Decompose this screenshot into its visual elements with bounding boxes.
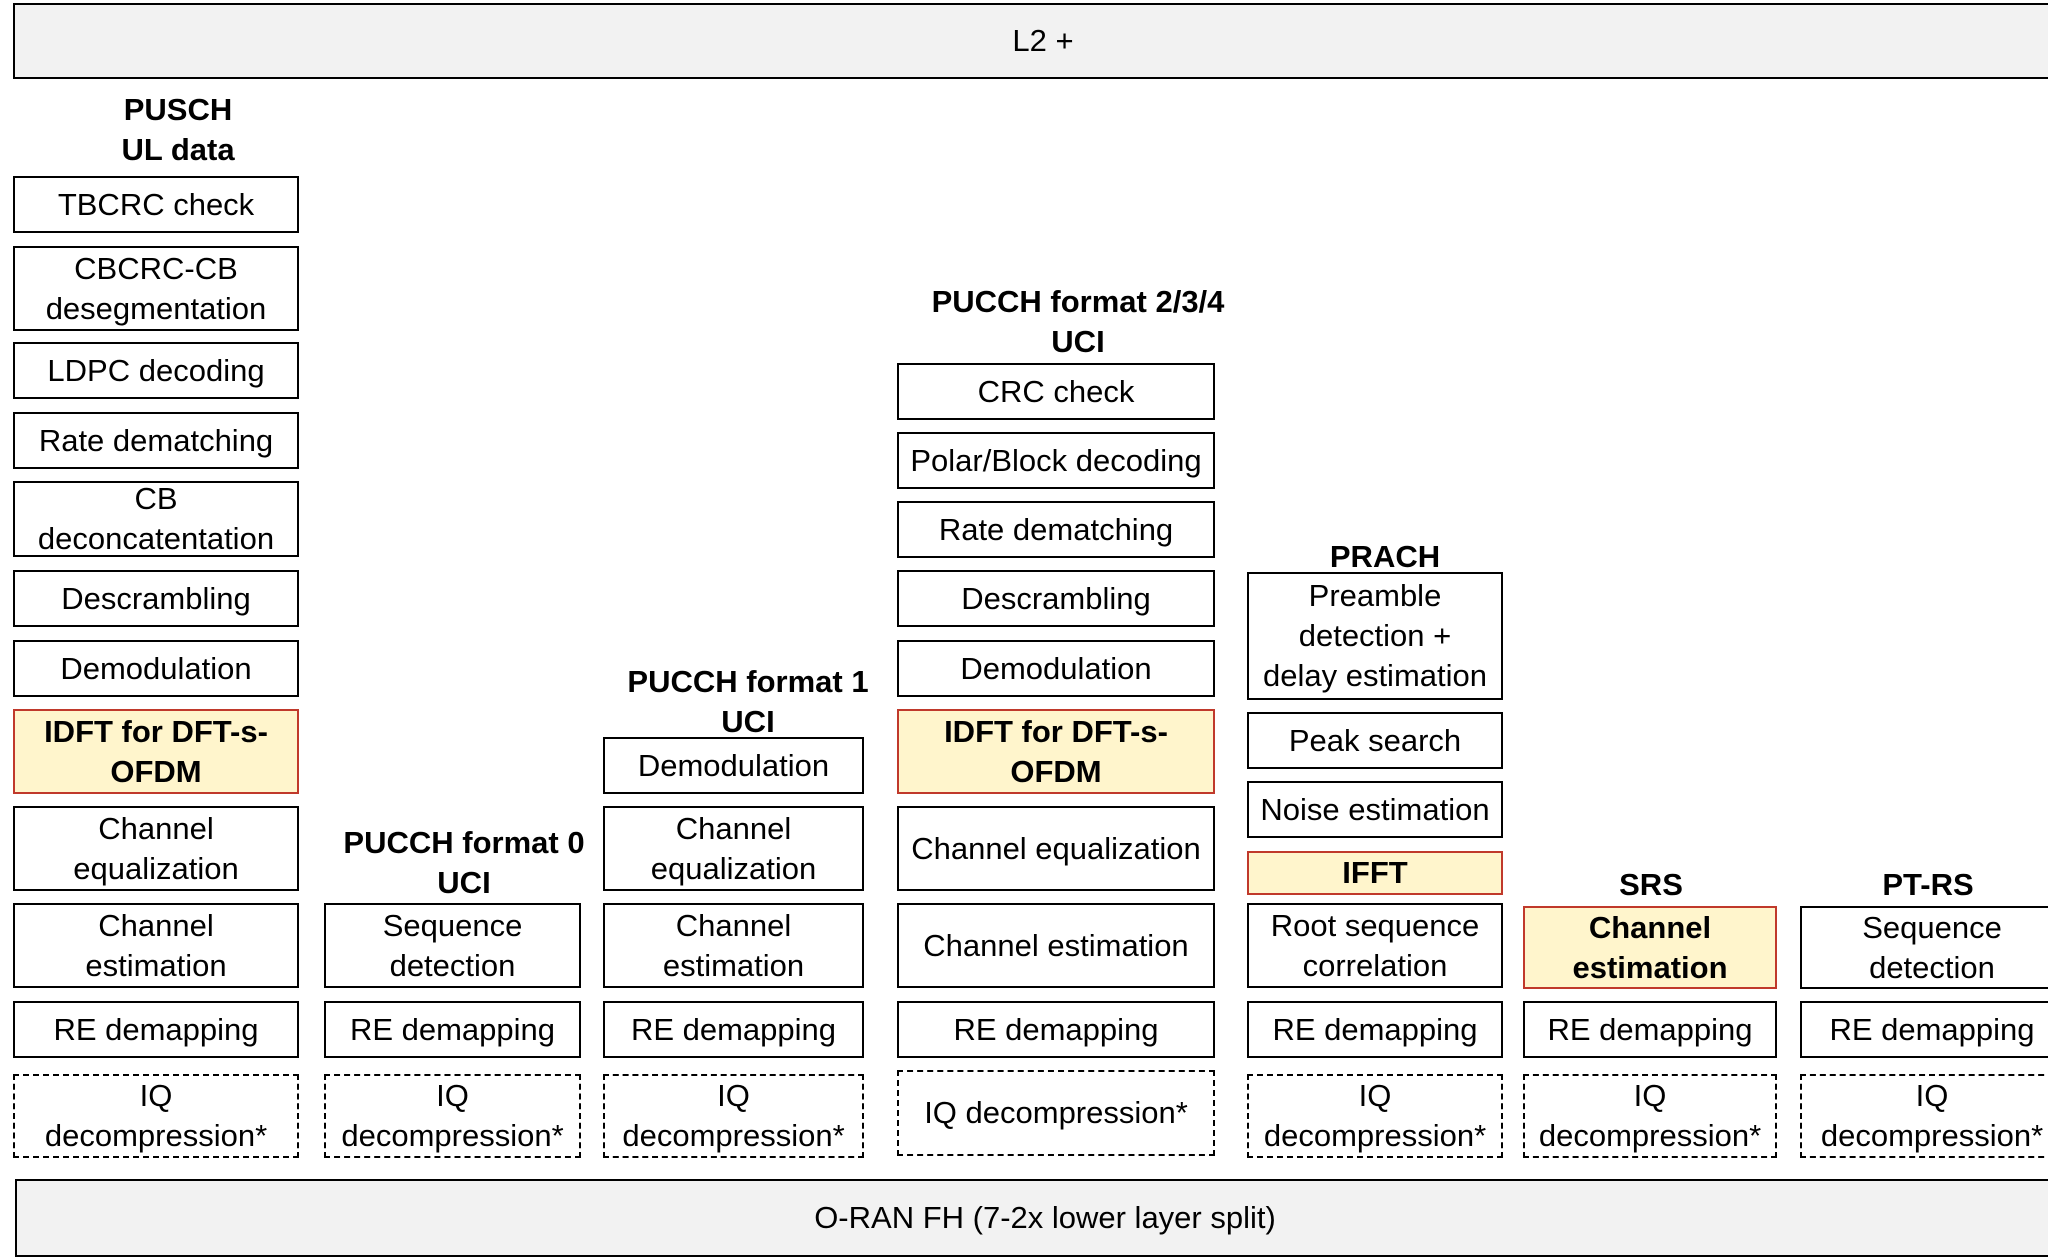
column-heading: PUCCH format 2/3/4 UCI	[931, 284, 1225, 359]
block-idft-dft-s-ofdm: IDFT for DFT-s- OFDM	[897, 709, 1215, 794]
block-iq-decompression: IQ decompression*	[1247, 1074, 1503, 1158]
block-re-demapping: RE demapping	[603, 1001, 864, 1058]
block-demodulation: Demodulation	[13, 640, 299, 697]
block-re-demapping: RE demapping	[1247, 1001, 1503, 1058]
block-re-demapping: RE demapping	[1523, 1001, 1777, 1058]
block-descrambling: Descrambling	[897, 570, 1215, 627]
oran-fh-bar: O-RAN FH (7-2x lower layer split)	[15, 1179, 2048, 1257]
block-channel-estimation: Channel estimation	[897, 903, 1215, 988]
block-re-demapping: RE demapping	[13, 1001, 299, 1058]
block-cbcrc-cb-desegmentation: CBCRC-CB desegmentation	[13, 246, 299, 331]
block-sequence-detection: Sequence detection	[324, 903, 581, 988]
block-iq-decompression: IQ decompression*	[603, 1074, 864, 1158]
column-heading: SRS	[1619, 867, 1683, 902]
block-channel-equalization: Channel equalization	[603, 806, 864, 891]
block-root-sequence-correlation: Root sequence correlation	[1247, 903, 1503, 988]
block-sequence-detection: Sequence detection	[1800, 906, 2048, 989]
block-ldpc-decoding: LDPC decoding	[13, 342, 299, 399]
block-descrambling: Descrambling	[13, 570, 299, 627]
block-re-demapping: RE demapping	[897, 1001, 1215, 1058]
l2-plus-bar: L2 +	[13, 3, 2048, 79]
block-re-demapping: RE demapping	[1800, 1001, 2048, 1058]
block-iq-decompression: IQ decompression*	[13, 1074, 299, 1158]
block-re-demapping: RE demapping	[324, 1001, 581, 1058]
block-tbcrc-check: TBCRC check	[13, 176, 299, 233]
column-heading: PUCCH format 0 UCI	[343, 825, 585, 900]
block-iq-decompression: IQ decompression*	[324, 1074, 581, 1158]
block-peak-search: Peak search	[1247, 712, 1503, 769]
block-noise-estimation: Noise estimation	[1247, 781, 1503, 838]
column-heading: PT-RS	[1882, 867, 1974, 902]
block-channel-estimation: Channel estimation	[1523, 906, 1777, 989]
block-polar-block-decoding: Polar/Block decoding	[897, 432, 1215, 489]
column-heading: PUSCH UL data	[121, 92, 235, 167]
block-cb-deconcatentation: CB deconcatentation	[13, 481, 299, 557]
block-channel-estimation: Channel estimation	[13, 903, 299, 988]
block-demodulation: Demodulation	[897, 640, 1215, 697]
block-channel-estimation: Channel estimation	[603, 903, 864, 988]
block-idft-dft-s-ofdm: IDFT for DFT-s- OFDM	[13, 709, 299, 794]
block-iq-decompression: IQ decompression*	[1800, 1074, 2048, 1158]
block-crc-check: CRC check	[897, 363, 1215, 420]
block-rate-dematching: Rate dematching	[13, 412, 299, 469]
block-channel-equalization: Channel equalization	[897, 806, 1215, 891]
block-channel-equalization: Channel equalization	[13, 806, 299, 891]
column-heading: PRACH	[1329, 539, 1441, 574]
column-heading: PUCCH format 1 UCI	[627, 664, 869, 739]
block-preamble-detection: Preamble detection + delay estimation	[1247, 572, 1503, 700]
block-demodulation: Demodulation	[603, 737, 864, 794]
block-iq-decompression: IQ decompression*	[897, 1070, 1215, 1156]
block-ifft: IFFT	[1247, 851, 1503, 895]
block-iq-decompression: IQ decompression*	[1523, 1074, 1777, 1158]
block-rate-dematching: Rate dematching	[897, 501, 1215, 558]
